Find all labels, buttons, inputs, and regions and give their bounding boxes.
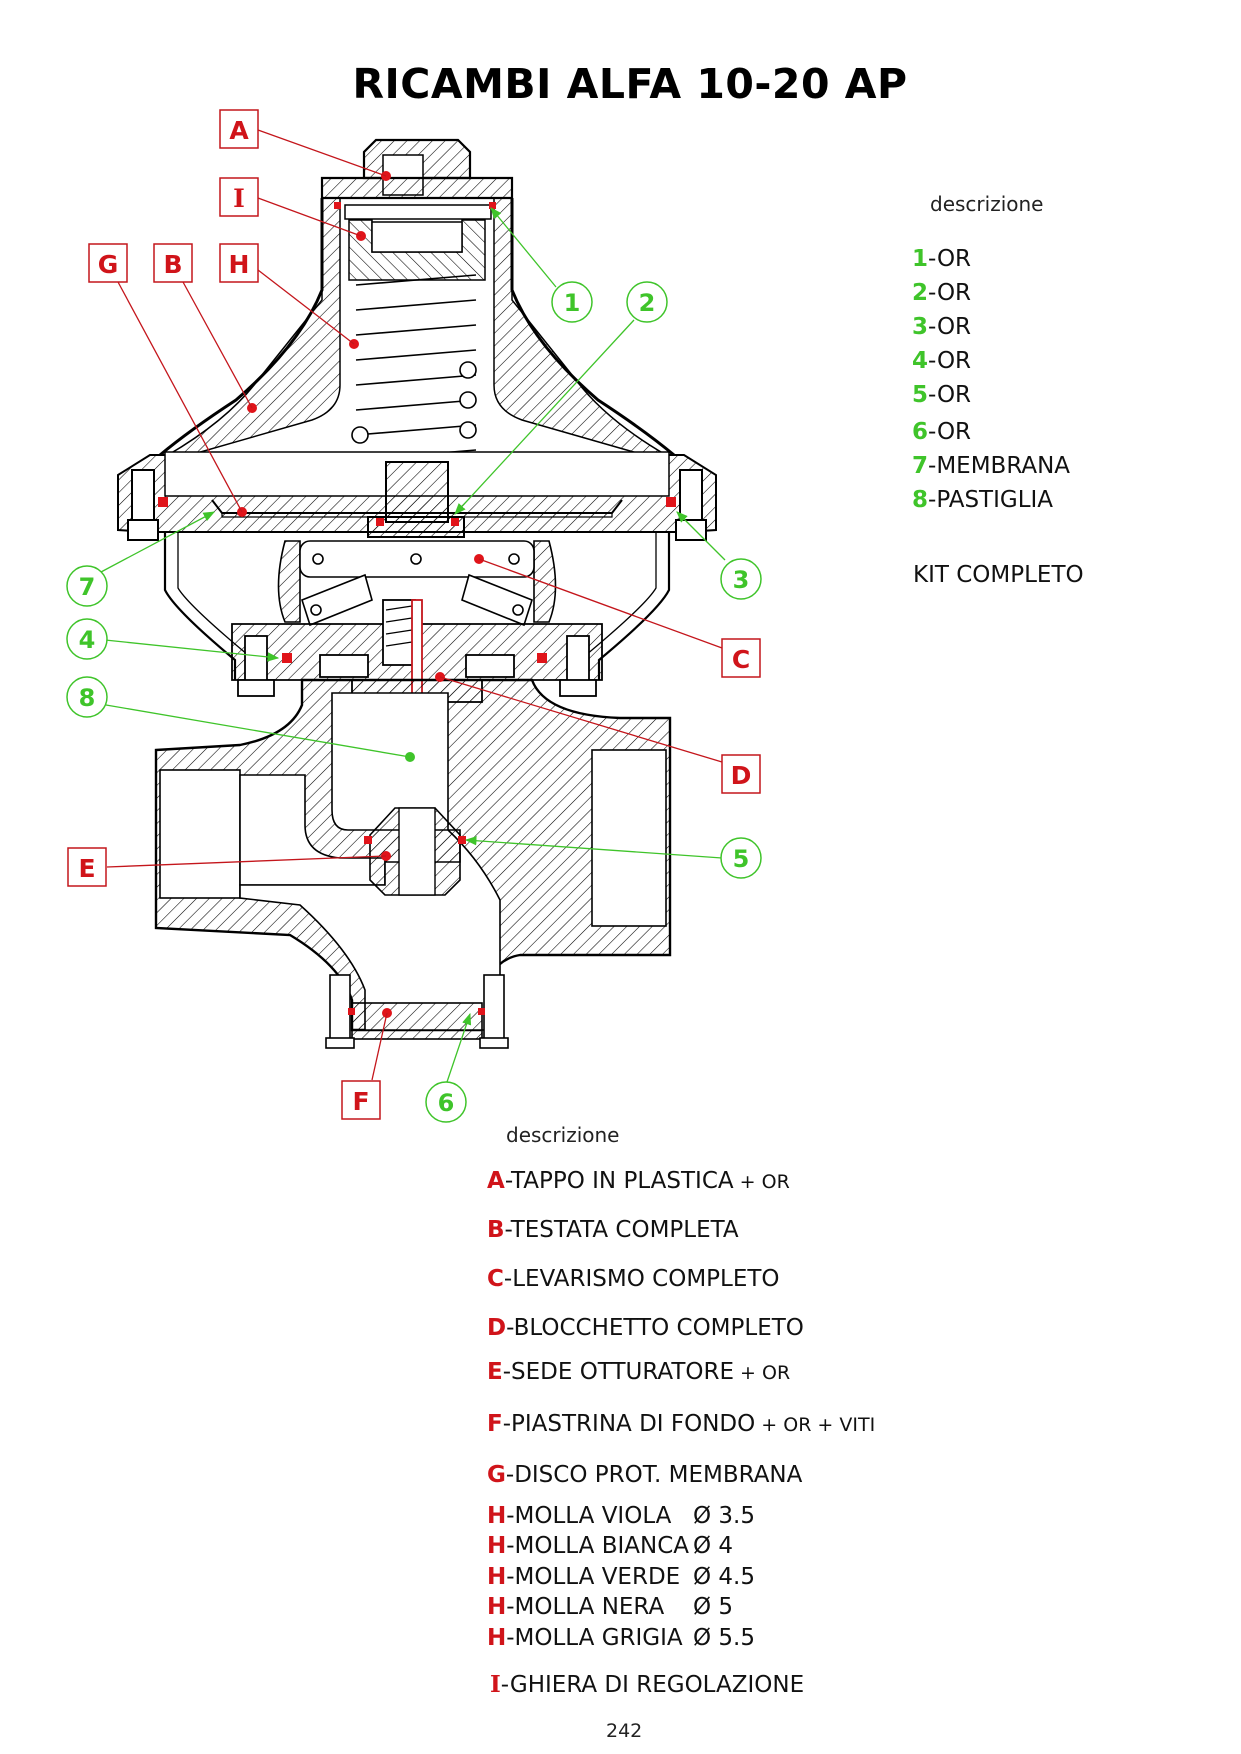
callout-5: 5 [720,837,762,879]
svg-text:3: 3 [733,566,750,594]
callout-G: G [88,243,128,283]
parts-legend-item: G-DISCO PROT. MEMBRANA [487,1462,803,1488]
parts-legend-item: E-SEDE OTTURATORE + OR [487,1359,791,1385]
page-number: 242 [606,1720,643,1742]
callout-A: A [219,109,259,149]
or-legend-item: 5-OR [912,382,972,408]
or-legend-item: 3-OR [912,314,972,340]
or-legend-item: 6-OR [912,419,972,445]
callout-F: F [341,1080,381,1120]
parts-legend-item: F-PIASTRINA DI FONDO + OR + VITI [487,1411,876,1437]
callout-7: 7 [66,565,108,607]
svg-text:I: I [233,184,245,213]
number-callouts: 1 2 3 4 5 6 7 8 [66,281,762,1123]
svg-text:G: G [98,250,119,279]
or-legend-item: 4-OR [912,348,972,374]
or-legend-heading: descrizione [930,192,1044,216]
svg-text:B: B [163,250,182,279]
callout-E: E [67,847,107,887]
callout-1: 1 [551,281,593,323]
svg-text:7: 7 [79,573,96,601]
svg-text:5: 5 [733,845,750,873]
callout-8: 8 [66,676,108,718]
adjustment-cap [320,138,514,200]
svg-text:2: 2 [639,289,656,317]
diaphragm-housing [117,451,717,541]
svg-text:6: 6 [438,1089,455,1117]
lever-mechanism [277,540,557,627]
svg-text:C: C [732,645,750,674]
letter-callouts: A I G B H C D E [67,109,761,1120]
callout-B: B [153,243,193,283]
parts-legend-item: C-LEVARISMO COMPLETO [487,1266,780,1292]
callout-C: C [721,638,761,678]
or-legend-item: 1-OR [912,246,972,272]
or-legend-item: 2-OR [912,280,972,306]
svg-text:H: H [229,250,250,279]
green-leader-lines [100,207,726,1083]
kit-completo-label: KIT COMPLETO [913,562,1084,588]
valve-body [154,678,672,1049]
parts-legend-item: I-GHIERA DI REGOLAZIONE [490,1671,805,1698]
svg-text:A: A [229,116,249,145]
callout-H: H [219,243,259,283]
callout-2: 2 [626,281,668,323]
adjusting-ring [344,204,492,281]
part-markers [158,171,676,1018]
svg-text:E: E [78,854,95,883]
or-legend-item: 7-MEMBRANA [912,453,1071,479]
parts-legend-item: D-BLOCCHETTO COMPLETO [487,1315,804,1341]
svg-text:8: 8 [79,684,96,712]
callout-6: 6 [425,1081,467,1123]
svg-text:F: F [352,1087,369,1116]
spring [351,274,477,479]
svg-text:1: 1 [564,289,581,317]
svg-text:4: 4 [79,626,96,654]
parts-legend-item: A-TAPPO IN PLASTICA + OR [487,1168,790,1194]
callout-D: D [721,754,761,794]
bonnet-head [159,197,675,457]
callout-3: 3 [720,558,762,600]
or-legend-item: 8-PASTIGLIA [912,487,1054,513]
callout-I: I [219,177,259,217]
parts-legend-heading: descrizione [506,1123,620,1147]
callout-4: 4 [66,618,108,660]
parts-legend-item: B-TESTATA COMPLETA [487,1217,739,1243]
red-leader-lines [106,129,723,1081]
page-title: RICAMBI ALFA 10-20 AP [352,60,908,108]
svg-text:D: D [731,761,752,790]
